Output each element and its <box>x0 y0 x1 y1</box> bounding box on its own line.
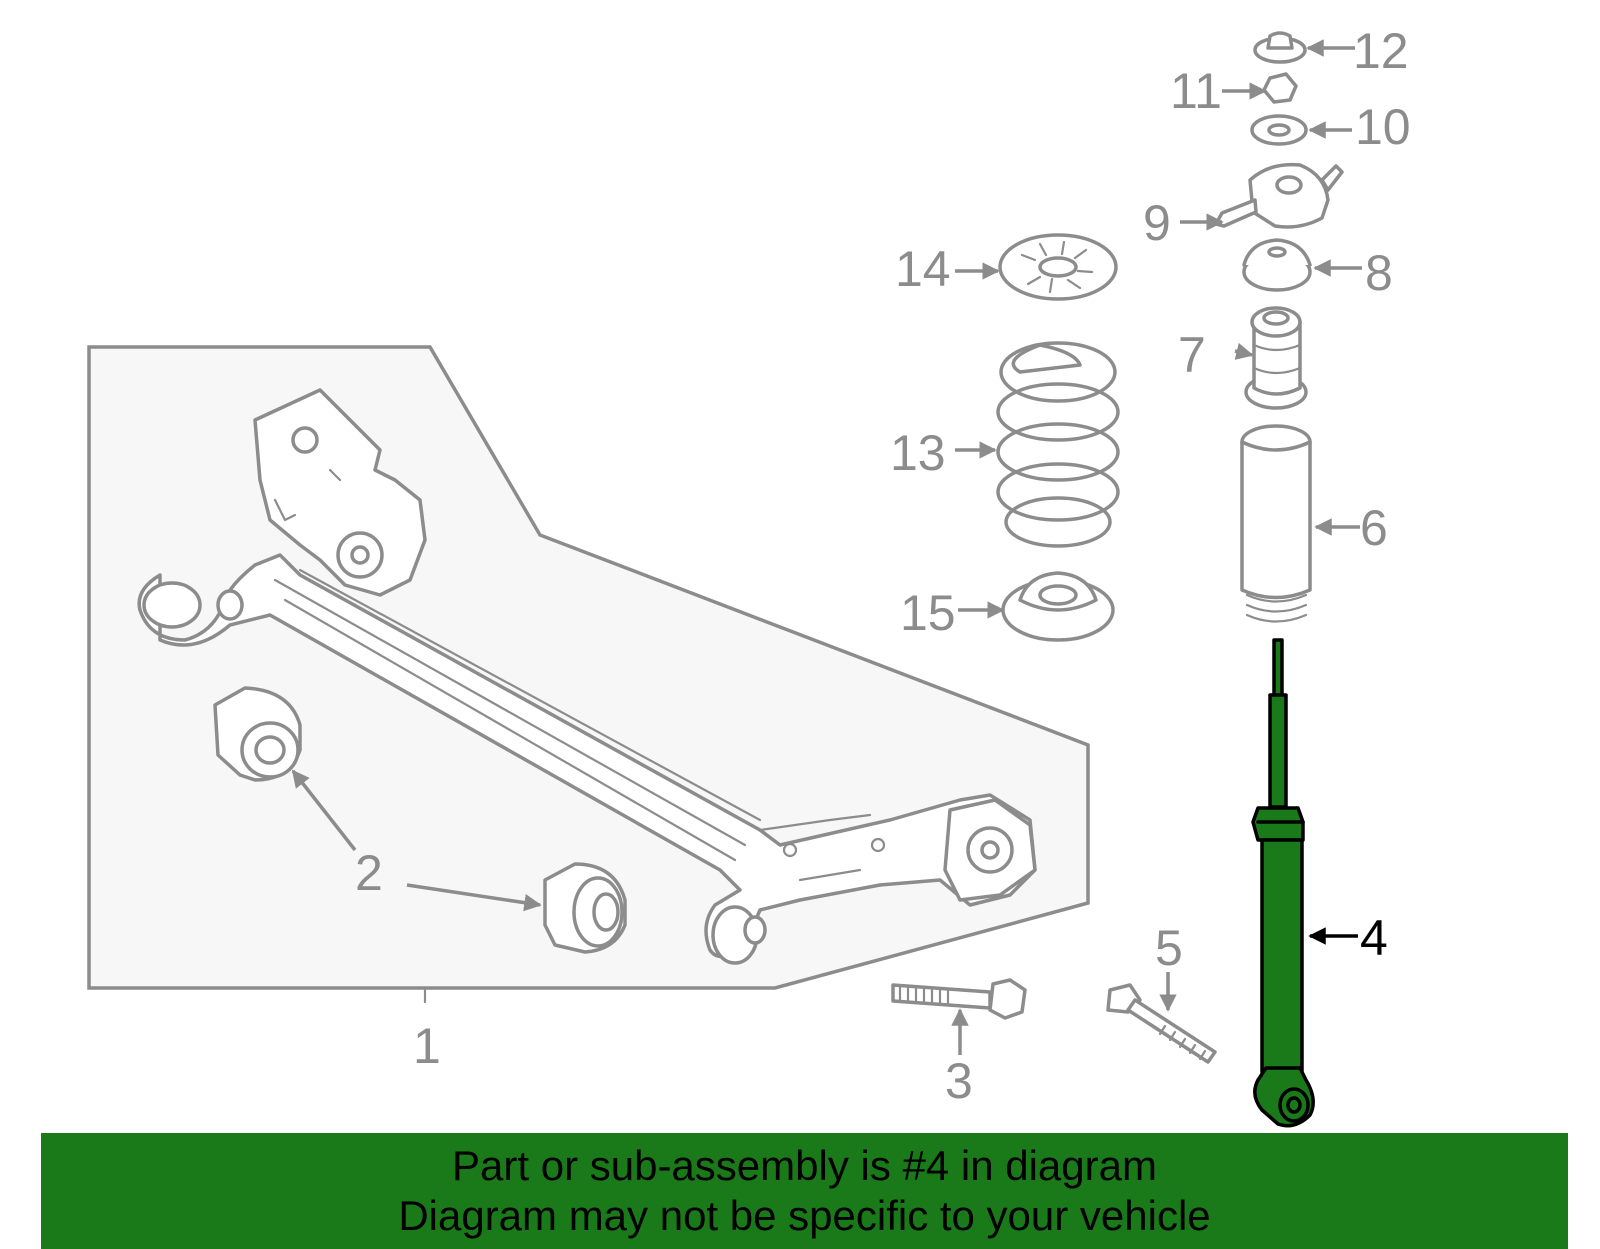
label-4: 4 <box>1360 910 1388 966</box>
banner-line-2: Diagram may not be specific to your vehi… <box>398 1192 1211 1239</box>
spring-seat-14 <box>998 233 1118 301</box>
bolt-3 <box>891 978 1027 1020</box>
label-14: 14 <box>895 241 951 297</box>
cap-12 <box>1253 31 1307 64</box>
label-12: 12 <box>1353 23 1409 79</box>
label-1: 1 <box>413 1018 441 1074</box>
rear-axle-beam <box>137 388 1037 965</box>
washer-10 <box>1250 114 1308 146</box>
label-8: 8 <box>1365 245 1393 301</box>
label-5: 5 <box>1155 920 1183 976</box>
label-7: 7 <box>1178 327 1206 383</box>
shock-absorber-4 <box>1251 638 1315 1128</box>
coil-spring-13 <box>996 341 1120 548</box>
bump-stop-7 <box>1244 306 1308 410</box>
label-2: 2 <box>355 845 383 901</box>
label-6: 6 <box>1360 500 1388 556</box>
bolt-5 <box>1106 983 1217 1064</box>
dust-boot-6 <box>1240 424 1312 623</box>
nut-11 <box>1262 72 1298 104</box>
bushing-upper <box>213 686 302 782</box>
bushing-lower <box>543 862 627 954</box>
label-9: 9 <box>1143 195 1171 251</box>
label-13: 13 <box>890 425 946 481</box>
info-banner: Part or sub-assembly is #4 in diagram Di… <box>41 1133 1568 1249</box>
seat-8 <box>1242 238 1312 292</box>
label-10: 10 <box>1355 99 1411 155</box>
mount-9 <box>1214 162 1344 229</box>
label-15: 15 <box>900 585 956 641</box>
banner-line-1: Part or sub-assembly is #4 in diagram <box>452 1142 1157 1189</box>
label-3: 3 <box>945 1053 973 1109</box>
label-11: 11 <box>1170 63 1222 119</box>
spring-seat-15 <box>1001 571 1115 642</box>
